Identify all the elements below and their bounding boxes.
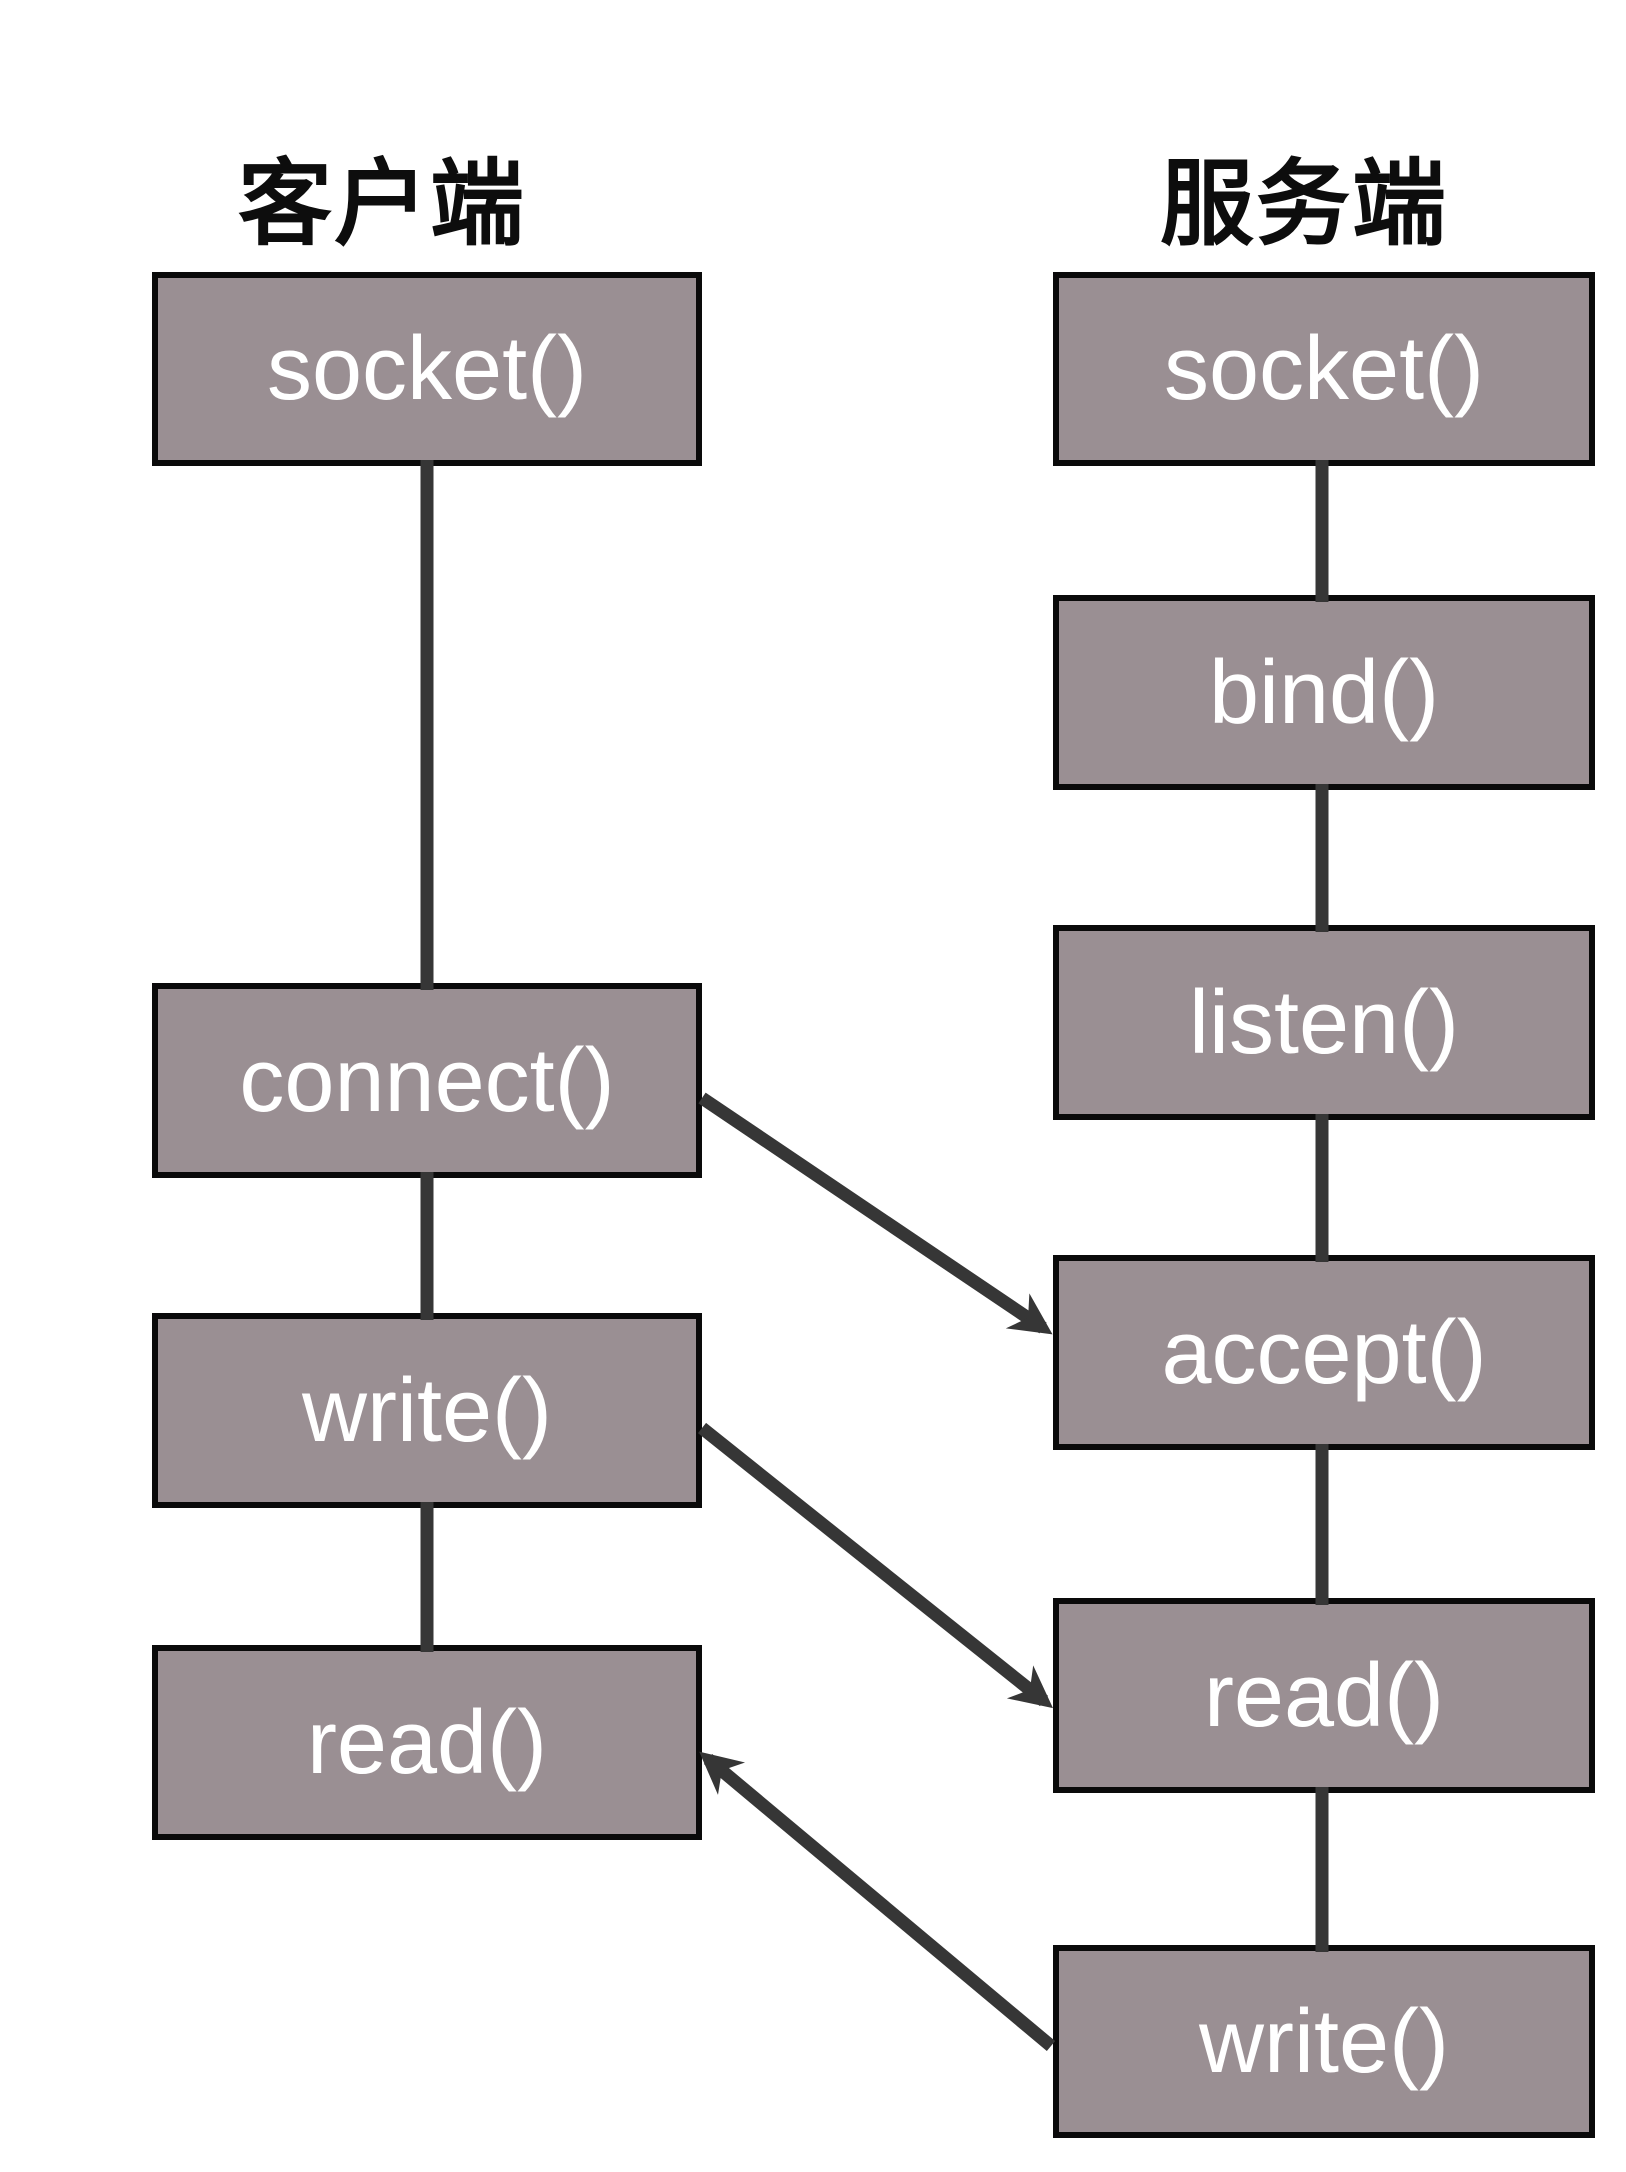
arrow-server-write-to-client-read [699,1751,1056,2051]
client-connect-box: connect() [152,983,702,1178]
server-listen-label: listen() [1188,972,1460,1073]
client-write-label: write() [302,1360,552,1461]
server-listen-box: listen() [1053,925,1595,1120]
client-socket-label: socket() [266,319,588,419]
server-socket-label: socket() [1163,319,1485,419]
client-write-box: write() [152,1313,702,1508]
server-accept-label: accept() [1161,1302,1487,1403]
server-accept-box: accept() [1053,1255,1595,1450]
server-write-box: write() [1053,1945,1595,2138]
server-read-label: read() [1203,1645,1445,1746]
client-connect-label: connect() [239,1030,615,1131]
client-read-box: read() [152,1645,702,1840]
server-socket-box: socket() [1053,272,1595,466]
server-write-label: write() [1199,1991,1449,2092]
client-read-label: read() [306,1692,548,1793]
client-column-title: 客户端 [237,151,526,256]
server-bind-label: bind() [1208,642,1440,743]
server-read-box: read() [1053,1598,1595,1793]
server-column-title: 服务端 [1159,151,1448,256]
arrow-connect-to-accept [698,1092,1053,1335]
arrow-client-write-to-server-read [697,1422,1053,1709]
client-socket-box: socket() [152,272,702,466]
server-bind-box: bind() [1053,595,1595,790]
